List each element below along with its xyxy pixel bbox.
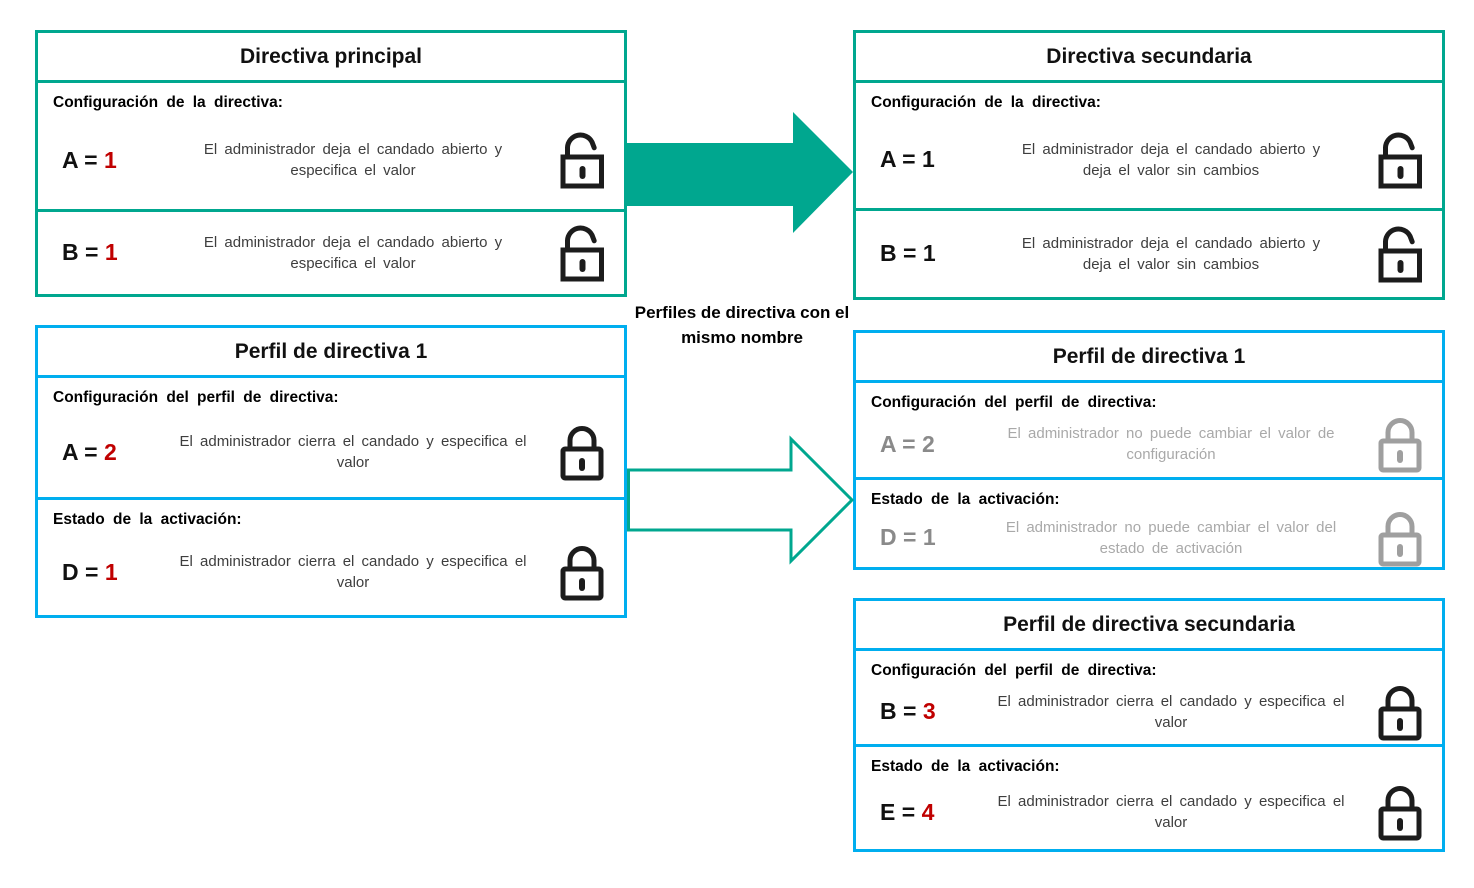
row-header: Configuración de la directiva: <box>53 94 283 111</box>
policy-setting-row: B = 1 El administrador deja el candado a… <box>856 207 1442 297</box>
outline-arrow-icon <box>627 435 855 565</box>
setting-description: El administrador deja el candado abierto… <box>1021 140 1321 179</box>
setting-description: El administrador cierra el candado y esp… <box>179 553 527 592</box>
setting-name-value: D = 1 <box>880 524 936 551</box>
box-title: Perfil de directiva secundaria <box>856 601 1442 651</box>
closed-lock-icon <box>540 541 624 603</box>
setting-value: 1 <box>104 239 118 266</box>
box-title: Directiva principal <box>38 33 624 83</box>
row-header: Configuración del perfil de directiva: <box>53 389 339 406</box>
solid-arrow-icon <box>627 112 853 233</box>
activation-status-row: Estado de la activación: D = 1 El admini… <box>856 476 1442 569</box>
closed-lock-icon <box>1358 507 1442 569</box>
setting-name-value: E = 4 <box>880 798 935 825</box>
policy-profile1-box: Perfil de directiva 1 Configuración del … <box>35 325 627 618</box>
setting-name-value: A = 2 <box>880 430 935 457</box>
setting-value: 4 <box>921 798 935 825</box>
setting-description: El administrador cierra el candado y esp… <box>997 692 1345 731</box>
setting-name-value: D = 1 <box>62 558 118 585</box>
setting-name-value: B = 1 <box>62 239 118 266</box>
setting-value: 2 <box>103 438 117 465</box>
activation-status-row: Estado de la activación: E = 4 El admini… <box>856 743 1442 849</box>
policy-setting-row: B = 1 El administrador deja el candado a… <box>38 208 624 294</box>
setting-description: El administrador cierra el candado y esp… <box>179 433 527 472</box>
open-lock-icon <box>1358 129 1442 191</box>
setting-value: 1 <box>922 240 936 267</box>
row-header: Estado de la activación: <box>871 757 1060 775</box>
row-header: Configuración del perfil de directiva: <box>871 394 1157 411</box>
setting-value: 2 <box>921 430 935 457</box>
setting-value: 1 <box>103 146 117 173</box>
closed-lock-icon <box>1358 781 1442 843</box>
policy-setting-row: Configuración del perfil de directiva: B… <box>856 651 1442 744</box>
policy-setting-row: Configuración de la directiva: A = 1 El … <box>856 83 1442 208</box>
box-title: Perfil de directiva 1 <box>38 328 624 378</box>
open-lock-icon <box>540 222 624 284</box>
setting-description: El administrador deja el candado abierto… <box>203 233 503 272</box>
policy-setting-row: Configuración de la directiva: A = 1 El … <box>38 83 624 209</box>
arrow-caption: Perfiles de directiva con el mismo nombr… <box>634 303 850 347</box>
setting-description: El administrador no puede cambiar el val… <box>1005 518 1337 557</box>
setting-name-value: B = 1 <box>880 240 936 267</box>
inherited-policy-profile1-box: Perfil de directiva 1 Configuración del … <box>853 330 1445 570</box>
setting-description: El administrador no puede cambiar el val… <box>1007 425 1335 464</box>
open-lock-icon <box>540 129 624 191</box>
setting-value: 3 <box>922 698 936 725</box>
closed-lock-icon <box>540 421 624 483</box>
setting-description: El administrador deja el candado abierto… <box>1021 234 1321 273</box>
setting-value: 1 <box>921 146 935 173</box>
setting-value: 1 <box>104 558 118 585</box>
main-policy-box: Directiva principal Configuración de la … <box>35 30 627 297</box>
open-lock-icon <box>1358 223 1442 285</box>
row-header: Configuración de la directiva: <box>871 94 1101 111</box>
closed-lock-icon <box>1358 681 1442 743</box>
activation-status-row: Estado de la activación: D = 1 El admini… <box>38 497 624 615</box>
setting-name-value: B = 3 <box>880 698 936 725</box>
setting-name-value: A = 2 <box>62 438 117 465</box>
policy-setting-row: Configuración del perfil de directiva: A… <box>856 383 1442 477</box>
setting-name-value: A = 1 <box>62 146 117 173</box>
setting-description: El administrador cierra el candado y esp… <box>997 793 1345 832</box>
setting-description: El administrador deja el candado abierto… <box>203 141 503 180</box>
box-title: Perfil de directiva 1 <box>856 333 1442 383</box>
row-header: Estado de la activación: <box>871 490 1060 508</box>
setting-value: 1 <box>922 524 936 551</box>
setting-name-value: A = 1 <box>880 146 935 173</box>
row-header: Estado de la activación: <box>53 511 242 529</box>
policy-setting-row: Configuración del perfil de directiva: A… <box>38 378 624 497</box>
closed-lock-icon <box>1358 413 1442 475</box>
box-title: Directiva secundaria <box>856 33 1442 83</box>
secondary-policy-box: Directiva secundaria Configuración de la… <box>853 30 1445 300</box>
secondary-policy-profile-box: Perfil de directiva secundaria Configura… <box>853 598 1445 852</box>
row-header: Configuración del perfil de directiva: <box>871 662 1157 679</box>
